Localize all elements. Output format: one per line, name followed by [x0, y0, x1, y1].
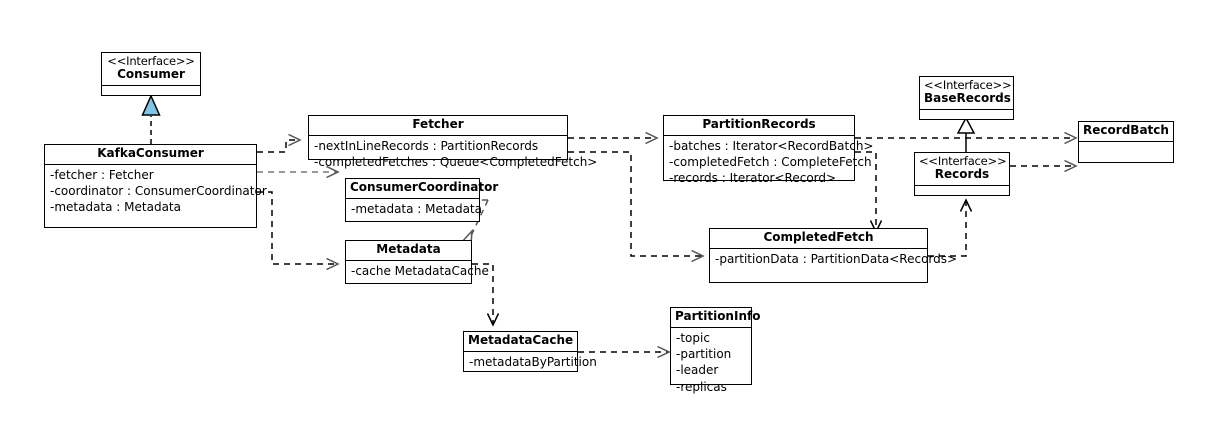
class-box-consumer[interactable]: <<Interface>> Consumer: [101, 52, 201, 96]
attribute-row: -partition: [676, 347, 732, 362]
class-header-baserecords: <<Interface>> BaseRecords: [920, 77, 1013, 111]
attribute-row: -coordinator : ConsumerCoordinator: [50, 184, 267, 199]
attribute-row: -leader: [676, 363, 719, 378]
class-name-label: Fetcher: [412, 117, 464, 131]
class-box-records[interactable]: <<Interface>> Records: [914, 152, 1010, 196]
class-box-consumercoordinator[interactable]: ConsumerCoordinator -metadata : Metadata: [345, 178, 499, 222]
class-header-partitionrecords: PartitionRecords: [664, 116, 854, 136]
class-name-label: Metadata: [376, 242, 441, 256]
class-attributes-kafkaconsumer: -fetcher : Fetcher -coordinator : Consum…: [45, 165, 267, 227]
attribute-row: -metadataByPartition: [469, 354, 597, 369]
class-box-partitionrecords[interactable]: PartitionRecords -batches : Iterator<Rec…: [663, 115, 873, 185]
class-box-recordbatch[interactable]: RecordBatch: [1078, 121, 1174, 163]
class-attributes-metadata: -cache MetadataCache: [346, 261, 489, 283]
class-attributes-records: [915, 186, 1009, 200]
attribute-row: -replicas: [676, 379, 727, 394]
class-header-recordbatch: RecordBatch: [1079, 122, 1173, 142]
attribute-row: -cache MetadataCache: [351, 263, 489, 278]
class-name-label: RecordBatch: [1083, 123, 1169, 137]
class-box-completedfetch[interactable]: CompletedFetch -partitionData : Partitio…: [709, 228, 958, 283]
class-name-label: CompletedFetch: [763, 230, 874, 244]
class-attributes-completedfetch: -partitionData : PartitionData<Records>: [710, 249, 958, 282]
class-attributes-fetcher: -nextInLineRecords : PartitionRecords -c…: [309, 136, 598, 173]
class-name-label: PartitionInfo: [675, 309, 761, 323]
class-name-label: PartitionRecords: [702, 117, 816, 131]
attribute-row: -completedFetch : CompleteFetch: [669, 155, 872, 170]
class-box-partitioninfo[interactable]: PartitionInfo -topic -partition -leader …: [670, 307, 761, 394]
edge-kafkaconsumer-to-fetcher: [257, 140, 300, 153]
class-header-partitioninfo: PartitionInfo: [671, 308, 761, 328]
class-box-baserecords[interactable]: <<Interface>> BaseRecords: [919, 76, 1014, 120]
class-attributes-consumercoordinator: -metadata : Metadata: [346, 199, 482, 221]
class-name-label: BaseRecords: [924, 91, 1011, 106]
class-box-kafkaconsumer[interactable]: KafkaConsumer -fetcher : Fetcher -coordi…: [44, 144, 267, 228]
attribute-row: -records : Iterator<Record>: [669, 171, 837, 186]
class-header-records: <<Interface>> Records: [915, 153, 1009, 187]
class-name-label: Consumer: [117, 67, 185, 82]
class-attributes-baserecords: [920, 110, 1013, 124]
class-attributes-partitioninfo: -topic -partition -leader -replicas: [671, 328, 751, 397]
class-name-label: KafkaConsumer: [97, 146, 204, 160]
attribute-row: -completedFetches : Queue<CompletedFetch…: [314, 155, 598, 170]
attribute-row: -fetcher : Fetcher: [50, 167, 154, 182]
class-box-metadata[interactable]: Metadata -cache MetadataCache: [345, 240, 489, 284]
edge-kafkaconsumer-to-metadata: [257, 191, 338, 264]
class-attributes-partitionrecords: -batches : Iterator<RecordBatch> -comple…: [664, 136, 874, 189]
class-name-label: MetadataCache: [468, 333, 574, 347]
class-attributes-consumer: [102, 86, 200, 100]
attribute-row: -partitionData : PartitionData<Records>: [715, 251, 958, 266]
stereotype-label: <<Interface>>: [924, 78, 1012, 92]
class-header-consumercoordinator: ConsumerCoordinator: [346, 179, 499, 199]
class-header-metadata: Metadata: [346, 241, 471, 261]
class-box-fetcher[interactable]: Fetcher -nextInLineRecords : PartitionRe…: [308, 115, 597, 169]
class-attributes-recordbatch: [1079, 142, 1173, 162]
attribute-row: -metadata : Metadata: [50, 200, 181, 215]
attribute-row: -metadata : Metadata: [351, 201, 482, 216]
class-header-consumer: <<Interface>> Consumer: [102, 53, 200, 87]
class-header-completedfetch: CompletedFetch: [710, 229, 927, 249]
class-header-metadatacache: MetadataCache: [464, 332, 577, 352]
class-header-kafkaconsumer: KafkaConsumer: [45, 145, 256, 165]
class-attributes-metadatacache: -metadataByPartition: [464, 352, 597, 372]
attribute-row: -nextInLineRecords : PartitionRecords: [314, 138, 539, 153]
edge-kafkaconsumer-realizes-consumer: [141, 94, 161, 144]
class-header-fetcher: Fetcher: [309, 116, 567, 136]
edge-completedfetch-to-records: [928, 200, 966, 257]
class-name-label: ConsumerCoordinator: [350, 180, 499, 194]
class-name-label: Records: [934, 167, 990, 182]
class-box-metadatacache[interactable]: MetadataCache -metadataByPartition: [463, 331, 597, 372]
stereotype-label: <<Interface>>: [919, 154, 1007, 168]
attribute-row: -topic: [676, 330, 710, 345]
stereotype-label: <<Interface>>: [107, 54, 195, 68]
attribute-row: -batches : Iterator<RecordBatch>: [669, 138, 874, 153]
